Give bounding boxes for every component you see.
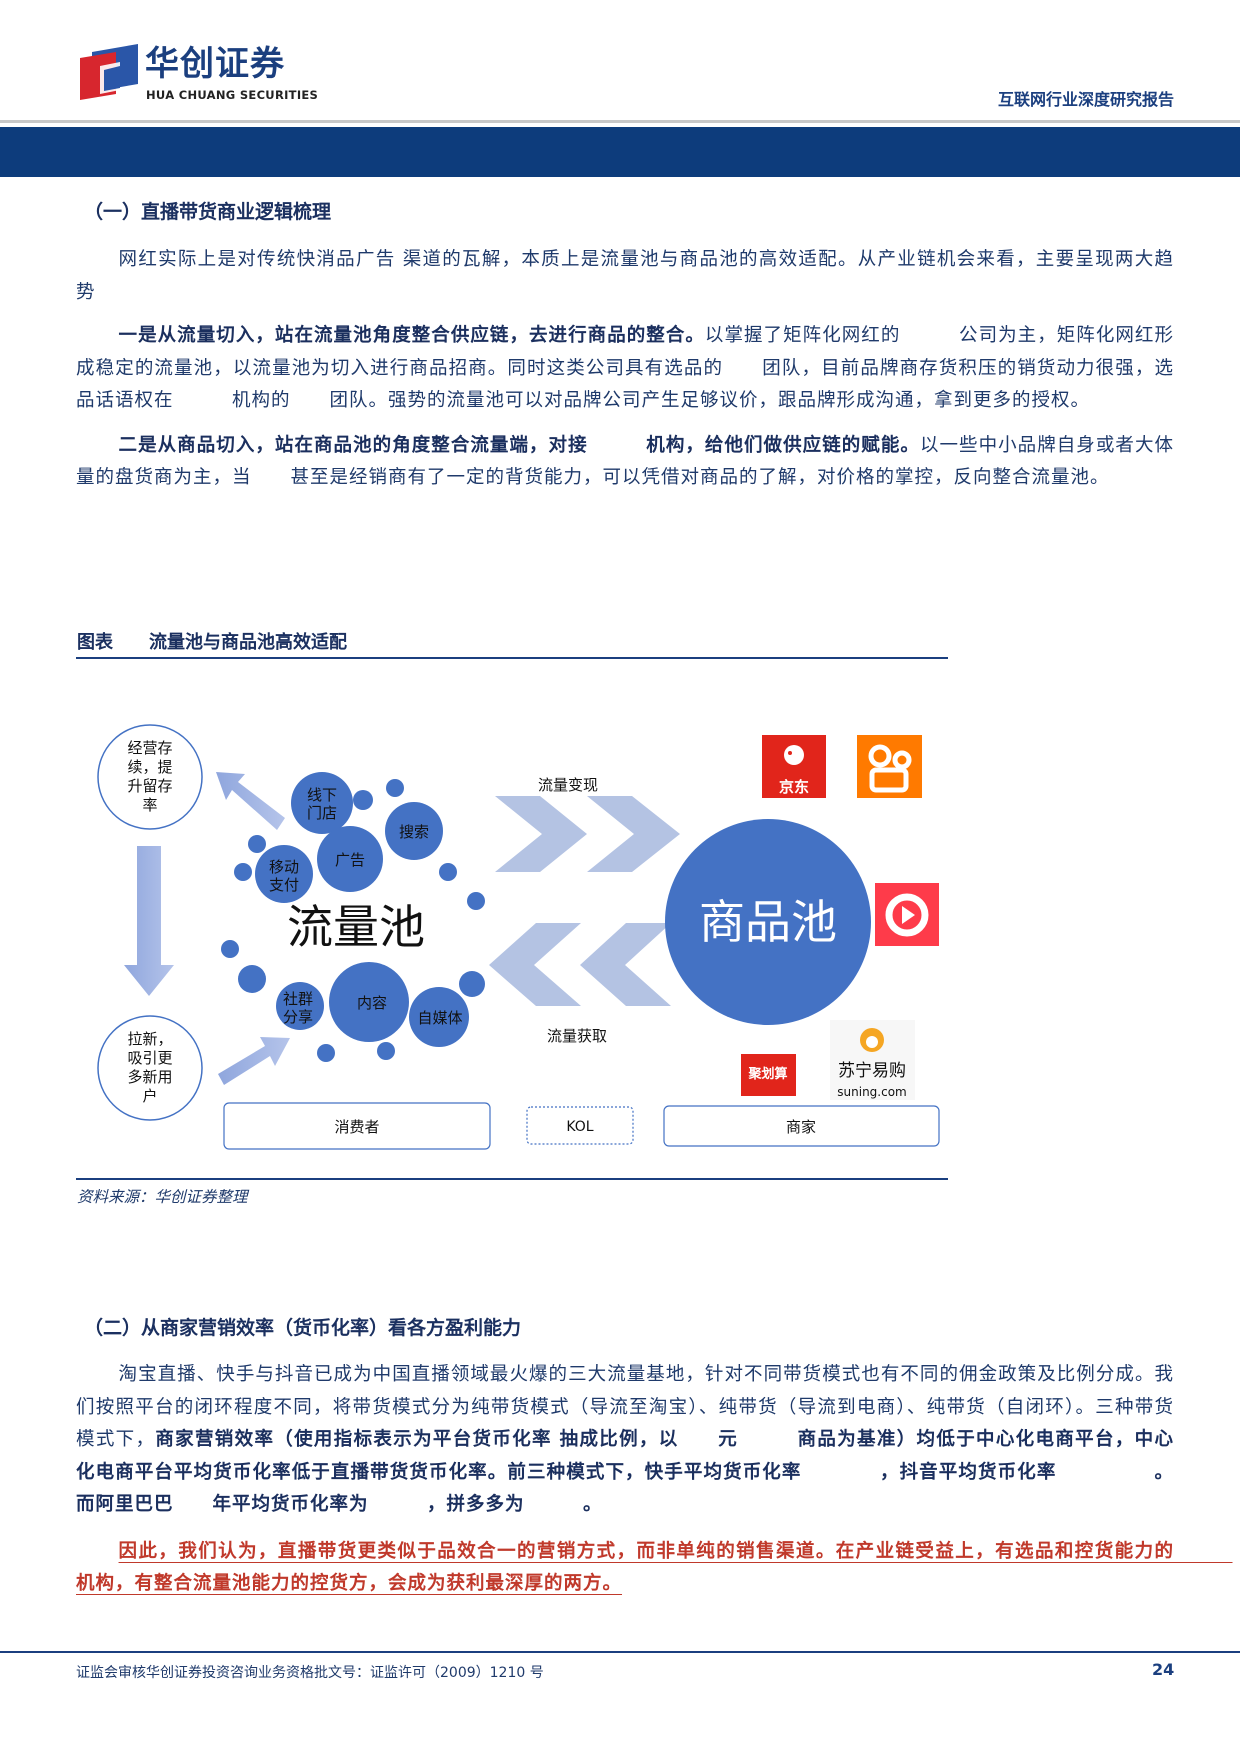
logo-text: 华创证券 (145, 44, 285, 84)
svg-text:社群: 社群 (283, 990, 313, 1008)
arrow-up-right-icon (218, 1037, 290, 1085)
svg-text:商家: 商家 (786, 1118, 816, 1136)
bubble-content: 内容 (329, 962, 409, 1042)
arrow-down-icon (124, 846, 174, 996)
bubble-offline-store: 线下 门店 (291, 772, 353, 834)
svg-text:经营存: 经营存 (127, 739, 172, 757)
page-number: 24 (1152, 1660, 1175, 1679)
svg-text:移动: 移动 (269, 858, 299, 876)
report-type: 互联网行业深度研究报告 (997, 90, 1174, 109)
paragraph-3: 二是从商品切入，站在商品池的角度整合流量端，对接 机构，给他们做供应链的赋能。以… (76, 430, 1174, 495)
paragraph-4-text: 淘宝直播、快手与抖音已成为中国直播领域最火爆的三大流量基地，针对不同带货模式也有… (76, 1364, 1174, 1450)
svg-text:分享: 分享 (283, 1008, 313, 1026)
jd-logo-icon: 京东 (762, 735, 826, 798)
bubble-search: 搜索 (385, 802, 443, 860)
paragraph-2: 一是从流量切入，站在流量池角度整合供应链，去进行商品的整合。以掌握了矩阵化网红的… (76, 320, 1174, 418)
douyin-logo-icon (875, 883, 939, 946)
acquire-label: 流量获取 (547, 1027, 607, 1045)
svg-text:门店: 门店 (307, 804, 337, 822)
company-logo-icon (80, 44, 138, 100)
svg-text:支付: 支付 (269, 876, 299, 894)
svg-text:苏宁易购: 苏宁易购 (838, 1061, 906, 1081)
svg-text:率: 率 (142, 796, 157, 814)
svg-text:京东: 京东 (779, 778, 809, 796)
figure-title-text: 流量池与商品池高效适配 (149, 632, 347, 653)
kol-box: KOL (526, 1106, 634, 1145)
goods-pool-circle: 商品池 (665, 819, 871, 1025)
logo-subtitle: HUA CHUANG SECURITIES (146, 88, 319, 102)
figure-top-rule (76, 657, 948, 659)
arrow-up-left-icon (216, 772, 285, 830)
figure-title: 图表 流量池与商品池高效适配 (77, 628, 383, 654)
section-heading-1: （一）直播带货商业逻辑梳理 (84, 201, 332, 223)
svg-text:升留存: 升留存 (127, 777, 172, 795)
paragraph-4: 淘宝直播、快手与抖音已成为中国直播领域最火爆的三大流量基地，针对不同带货模式也有… (76, 1359, 1174, 1522)
svg-text:拉新，: 拉新， (127, 1030, 172, 1048)
paragraph-3-bold: 二是从商品切入，站在商品池的角度整合流量端，对接 机构，给他们做供应链的赋能。 (118, 434, 920, 456)
paragraph-2-text: 以掌握了矩阵化网红的 公司为主，矩阵化网红形成稳定的流量池，以流量池为切入进行商… (76, 325, 1174, 411)
merchant-box: 商家 (663, 1105, 940, 1147)
section-1: （一）直播带货商业逻辑梳理 网红实际上是对传统快消品广告 渠道的瓦解，本质上是流… (76, 199, 1174, 495)
bubble-community: 社群 分享 (276, 982, 324, 1030)
paragraph-1: 网红实际上是对传统快消品广告 渠道的瓦解，本质上是流量池与商品池的高效适配。从产… (76, 249, 1174, 303)
svg-text:线下: 线下 (307, 786, 337, 804)
svg-text:suning.com: suning.com (837, 1085, 906, 1099)
svg-text:户: 户 (142, 1087, 157, 1105)
header-divider (0, 120, 1240, 123)
svg-text:多新用: 多新用 (127, 1068, 172, 1086)
acquisition-circle: 拉新， 吸引更 多新用 户 (97, 1015, 203, 1121)
traffic-dots (221, 779, 485, 1062)
retention-circle: 经营存 续，提 升留存 率 (97, 724, 203, 830)
footer-divider (0, 1651, 1240, 1653)
paragraph-4-bold: 商家营销效率（使用指标表示为平台货币化率 抽成比例，以 元 商品为基准）均低于中… (76, 1429, 1174, 1515)
paragraph-3-text: 以一些中小品牌自身或者大体量的盘货商为主，当 甚至是经销商有了一定的背货能力，可… (76, 434, 1174, 489)
suning-logo-icon: 苏宁易购 suning.com (830, 1020, 915, 1100)
section-heading-2: （二）从商家营销效率（货币化率）看各方盈利能力 (84, 1317, 522, 1339)
bubble-ads: 广告 (317, 826, 383, 892)
paragraph-2-bold: 一是从流量切入，站在流量池角度整合供应链，去进行商品的整合。 (118, 325, 705, 346)
header-band (0, 127, 1240, 177)
traffic-pool-label: 流量池 (287, 900, 425, 954)
figure-source: 资料来源：华创证券整理 (77, 1188, 248, 1206)
consumer-box: 消费者 (223, 1102, 491, 1150)
svg-text:商品池: 商品池 (699, 895, 837, 949)
svg-text:自媒体: 自媒体 (417, 1009, 462, 1027)
svg-text:广告: 广告 (335, 851, 365, 869)
figure-bottom-rule (76, 1178, 948, 1180)
chevrons-left-icon (489, 923, 671, 1006)
section-2: （二）从商家营销效率（货币化率）看各方盈利能力 淘宝直播、快手与抖音已成为中国直… (76, 1315, 1232, 1601)
conclusion-text: 因此，我们认为，直播带货更类似于品效合一的营销方式，而非单纯的销售渠道。在产业链… (76, 1540, 1233, 1595)
svg-text:搜索: 搜索 (399, 823, 429, 841)
conclusion-paragraph: 因此，我们认为，直播带货更类似于品效合一的营销方式，而非单纯的销售渠道。在产业链… (76, 1536, 1232, 1601)
bubble-self-media: 自媒体 (409, 987, 469, 1047)
svg-text:内容: 内容 (357, 994, 387, 1012)
svg-text:吸引更: 吸引更 (127, 1049, 172, 1067)
svg-text:聚划算: 聚划算 (747, 1066, 787, 1082)
figure-label: 图表 (77, 632, 113, 653)
svg-text:KOL: KOL (566, 1119, 593, 1135)
bubble-mobile-payment: 移动 支付 (255, 845, 313, 903)
svg-text:续，提: 续，提 (127, 758, 172, 776)
chevrons-right-icon (495, 796, 680, 872)
kuaishou-logo-icon (857, 735, 922, 798)
svg-text:消费者: 消费者 (334, 1118, 379, 1136)
footer-license: 证监会审核华创证券投资咨询业务资格批文号：证监许可（2009）1210 号 (76, 1665, 544, 1681)
monetize-label: 流量变现 (538, 776, 598, 794)
juhuasuan-logo-icon: 聚划算 (741, 1054, 796, 1096)
